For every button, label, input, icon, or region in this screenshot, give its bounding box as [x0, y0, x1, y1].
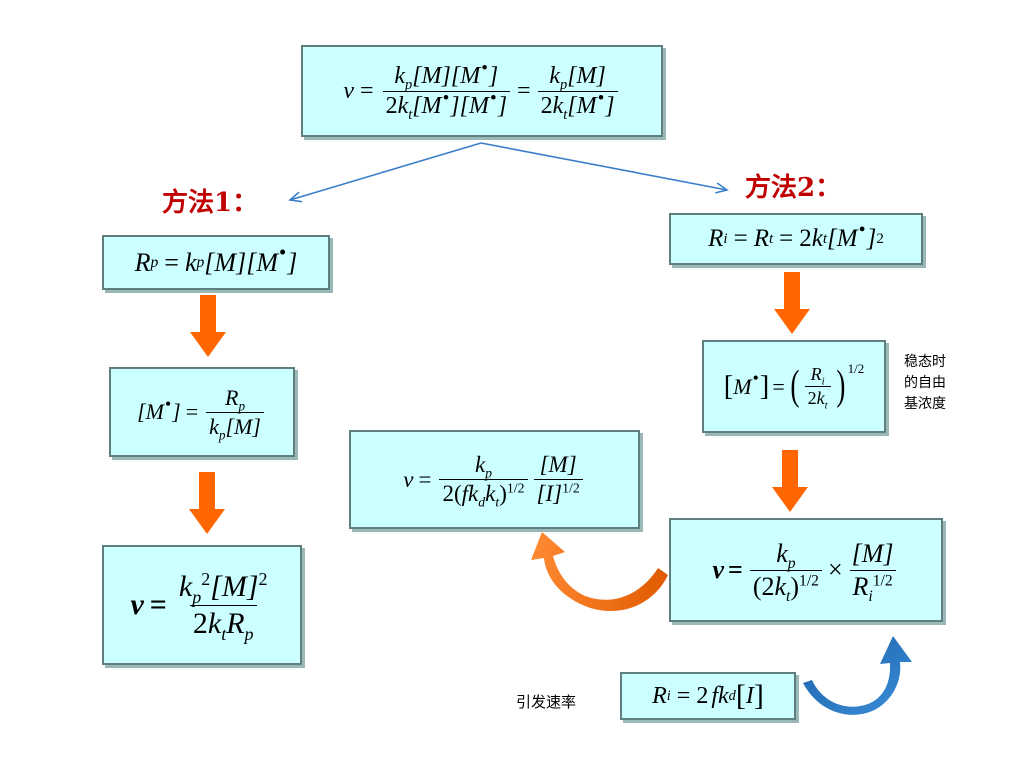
- formula-box-nu-right: ν = kp (2kt)1/2 × [M] Ri1/2: [669, 518, 943, 622]
- split-line-right: [480, 142, 729, 194]
- nu-symbol: ν: [343, 77, 355, 104]
- fraction-m-over-ri: [M] Ri1/2: [849, 539, 897, 604]
- fraction-kp-over-fkdkt: kp 2(fkdkt)1/2: [439, 452, 528, 509]
- formula-box-m-radical: [M•] = Rp kp[M]: [109, 367, 295, 457]
- method-2-label: 方法2：: [745, 173, 842, 203]
- init-rate-label: 引发速率: [516, 693, 577, 711]
- formula-box-top: ν = kp[M][M•] 2kt[M•][M•] = kp[M] 2kt[M•…: [301, 45, 663, 137]
- formula-box-nu-left: ν = kp2[M]2 2ktRp: [102, 545, 302, 665]
- curved-arrow-orange: [531, 532, 668, 612]
- steady-state-note: 稳态时 的自由 基浓度: [904, 354, 946, 412]
- split-line-left: [288, 142, 482, 203]
- down-arrow-right-1: [774, 272, 810, 334]
- fraction-rp-over-kpm: Rp kp[M]: [206, 385, 264, 441]
- curved-arrow-blue: [803, 636, 912, 715]
- method-1-label: 方法1：: [162, 188, 259, 218]
- formula-box-steady-state: [[MM•] = ( Ri 2kt )1/2: [702, 340, 886, 433]
- fraction-2: kp[M] 2kt[M•]: [537, 63, 618, 121]
- fraction-m-over-i: [M] [I]1/2: [533, 452, 583, 507]
- down-arrow-left-1: [190, 295, 226, 357]
- fraction-1: kp[M][M•] 2kt[M•][M•]: [382, 58, 511, 121]
- equals-sign-2: =: [517, 77, 531, 104]
- fraction-nu-left: kp2[M]2 2ktRp: [178, 568, 268, 644]
- fraction-kp-over-2kt: kp (2kt)1/2: [749, 539, 822, 604]
- formula-box-nu-middle: ν = kp 2(fkdkt)1/2 [M] [I]1/2: [349, 430, 640, 529]
- fraction-ri-over-2kt: Ri 2kt: [804, 364, 831, 411]
- equals-sign: =: [360, 77, 374, 104]
- down-arrow-right-2: [772, 450, 808, 512]
- down-arrow-left-2: [189, 472, 225, 534]
